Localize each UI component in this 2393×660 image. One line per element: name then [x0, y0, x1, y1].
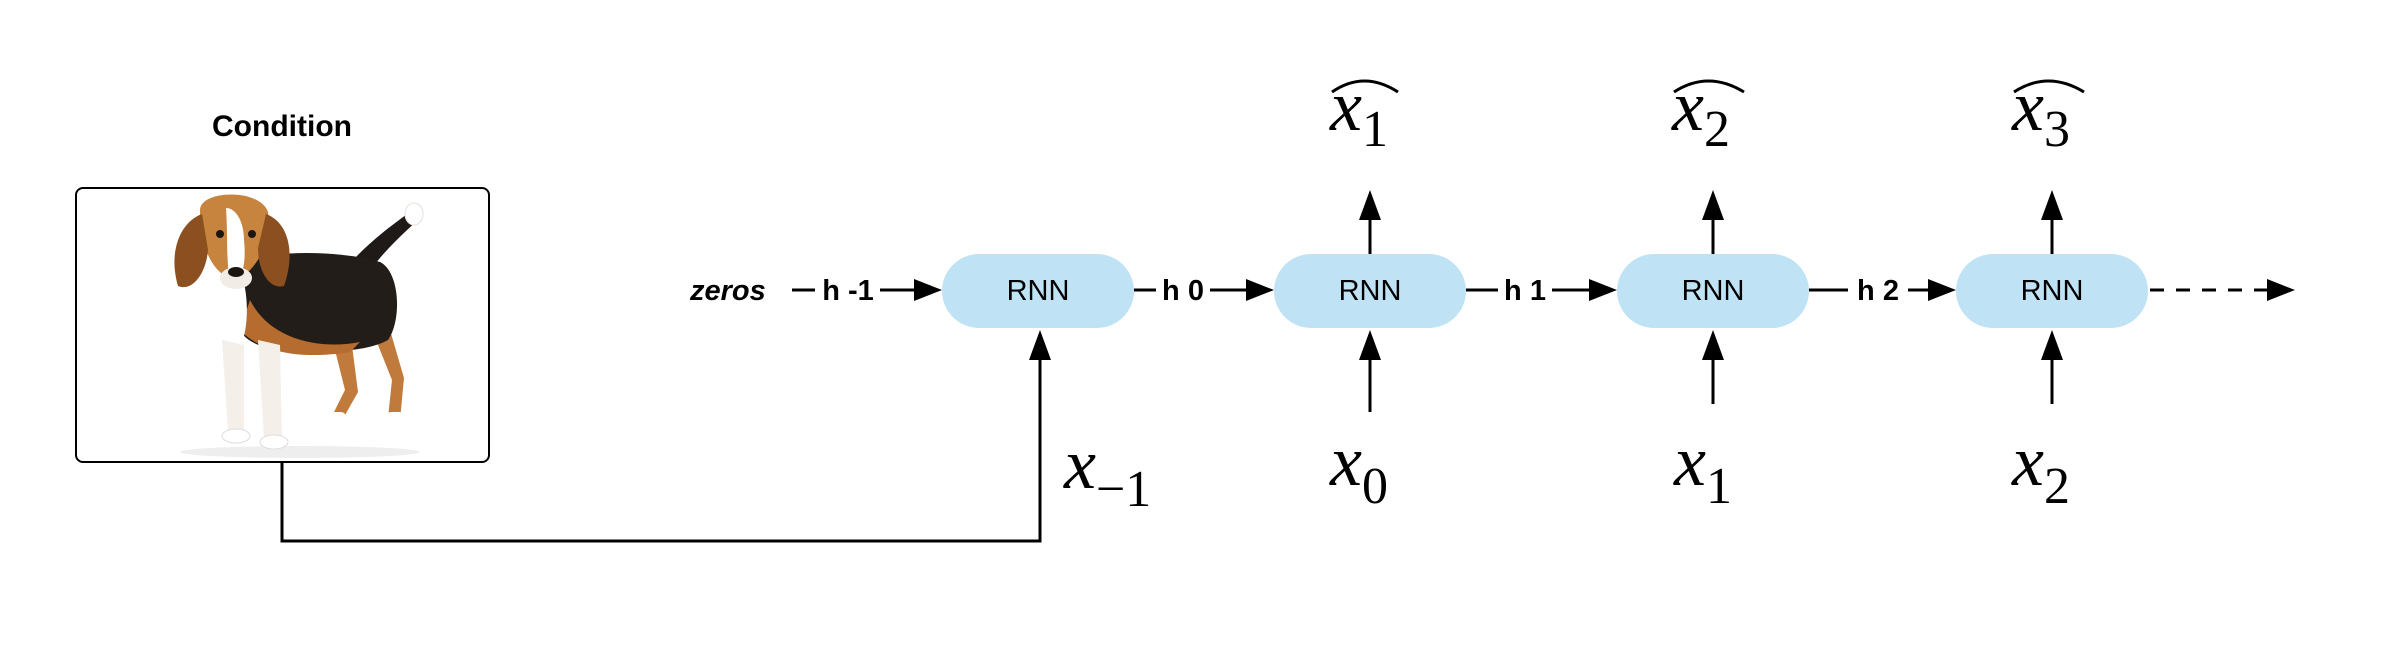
hat-icon	[1673, 79, 1745, 94]
output-arrow-2	[1702, 190, 1724, 254]
hidden-label-h1: h 1	[1504, 275, 1546, 307]
zeros-label: zeros	[689, 275, 766, 307]
input-label-x2: x2	[2011, 421, 2070, 515]
rnn-cell-label: RNN	[1007, 275, 1070, 307]
svg-text:x2: x2	[1671, 66, 1730, 158]
input-label-x-minus-1: x−1	[1063, 424, 1151, 518]
dog-illustration	[174, 194, 424, 458]
output-label-x3-hat: x3	[2011, 66, 2085, 158]
output-label-x2-hat: x2	[1671, 66, 1745, 158]
rnn-cell-1: RNN	[1274, 254, 1466, 328]
hidden-connector-h-1	[792, 279, 942, 301]
svg-text:x1: x1	[1329, 66, 1388, 158]
condition-label: Condition	[212, 110, 352, 143]
input-arrow-2	[1702, 330, 1724, 404]
condition-image	[75, 187, 490, 463]
hidden-connector-h2	[1809, 279, 1956, 301]
hat-icon	[1331, 79, 1399, 94]
hat-icon	[2013, 79, 2085, 94]
hidden-connector-h0	[1134, 279, 1274, 301]
rnn-cell-label: RNN	[2021, 275, 2084, 307]
hidden-connector-h1	[1466, 279, 1617, 301]
hidden-label-h-1: h -1	[822, 275, 874, 307]
condition-arrowhead	[1029, 330, 1051, 360]
rnn-cell-3: RNN	[1956, 254, 2148, 328]
svg-text:x3: x3	[2011, 66, 2070, 158]
input-arrow-3	[2041, 330, 2063, 404]
output-arrow-1	[1359, 190, 1381, 254]
input-label-x0: x0	[1329, 421, 1388, 515]
condition-connector-line	[280, 352, 1042, 543]
input-arrow-1	[1359, 330, 1381, 412]
input-label-x1: x1	[1673, 421, 1732, 515]
continuation-arrow	[2150, 279, 2295, 301]
rnn-cell-2: RNN	[1617, 254, 1809, 328]
rnn-cell-0: RNN	[942, 254, 1134, 328]
hidden-label-h0: h 0	[1162, 275, 1204, 307]
rnn-cell-label: RNN	[1339, 275, 1402, 307]
output-label-x1-hat: x1	[1329, 66, 1399, 158]
output-arrow-3	[2041, 190, 2063, 254]
hidden-label-h2: h 2	[1857, 275, 1899, 307]
rnn-cell-label: RNN	[1682, 275, 1745, 307]
